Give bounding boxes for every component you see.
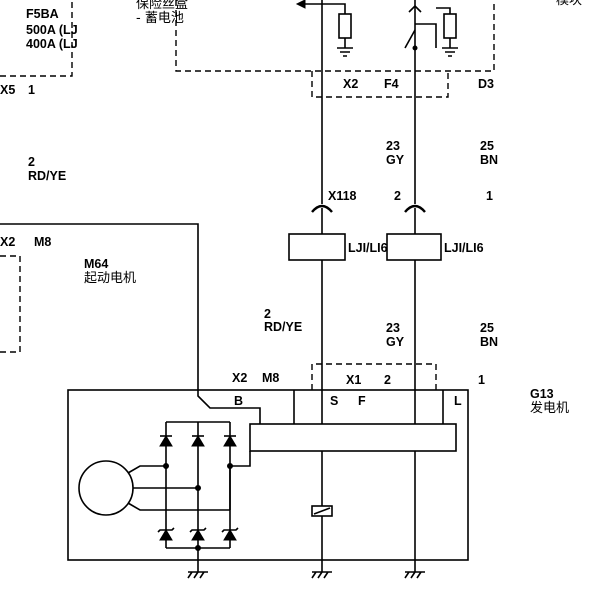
arrow-up-icon [408, 4, 422, 13]
wire-left-upper-gauge: 2 [28, 155, 35, 169]
terminal-s-label: S [330, 394, 338, 408]
starter-code: M64 [84, 257, 108, 271]
connector-x2-left-pin: M8 [34, 235, 51, 249]
diode-row-bottom [157, 527, 239, 541]
fuse-rating-1: 500A (LJ [26, 23, 78, 37]
zener-bar [189, 527, 207, 533]
generator-code: G13 [530, 387, 554, 401]
connector-f4-top: F4 [384, 77, 399, 91]
wire-right-lower-gauge: 25 [480, 321, 494, 335]
diode-icon [191, 435, 205, 447]
terminal-f-label: F [358, 394, 366, 408]
stator-winding-icon [78, 460, 134, 516]
resistor-2-icon [443, 13, 457, 39]
inline-part-right [386, 233, 442, 261]
resistor-icon [338, 13, 352, 39]
fuse-box-battery-label-2: - 蓄电池 [136, 11, 184, 26]
switch-line [415, 23, 437, 48]
regulator-box [249, 423, 457, 452]
module-outline [175, 0, 495, 72]
generator-g13: X2 M8 X1 2 1 G13 发电机 B S F L [67, 363, 569, 572]
wire-left-lower-color: RD/YE [264, 320, 302, 334]
rectifier-to-regulator [230, 451, 251, 467]
switch-contact-icon [412, 45, 418, 51]
generator-housing [67, 389, 469, 561]
connector-x5-label: X5 [0, 83, 15, 97]
fuse-box-outline [0, 0, 73, 77]
diode-icon [223, 435, 237, 447]
module-label-fragment: 模块 [556, 0, 582, 8]
inline-part-left-label: LJI/LI6 [348, 241, 388, 255]
switch-icon [404, 29, 416, 49]
terminal-b-label: B [234, 394, 243, 408]
wire-mid-upper-color: GY [386, 153, 405, 167]
connector-x118-pin: 2 [394, 189, 401, 203]
connector-x118-right-icon [404, 204, 426, 213]
inline-part-right-label: LJI/LI6 [444, 241, 484, 255]
wire-right-lower-color: BN [480, 335, 498, 349]
inline-part-left [288, 233, 346, 261]
wire-starter-b [0, 223, 199, 390]
ground-icon [337, 47, 353, 57]
wire-mid-lower-color: GY [386, 335, 405, 349]
field-coil-mark [313, 507, 331, 515]
terminal-l-label: L [454, 394, 462, 408]
fuse-name: F5BA [26, 7, 59, 21]
module-fragment: 保险丝盒 - 蓄电池 模块 X2 F4 D3 [136, 0, 582, 98]
connector-x1-pin: 2 [384, 373, 391, 387]
junction-dot [195, 545, 201, 551]
connector-x118-left-icon [311, 204, 333, 213]
ground-icon [404, 571, 425, 579]
starter-m64: X2 M8 M64 起动电机 [0, 223, 199, 390]
ground-2-icon [442, 47, 458, 57]
arrow-left-icon [295, 0, 306, 9]
connector-x2-top: X2 [343, 77, 358, 91]
wire-left-upper-color: RD/YE [28, 169, 66, 183]
starter-name: 起动电机 [84, 271, 136, 286]
diode-icon [159, 435, 173, 447]
zener-diode-icon [191, 529, 205, 541]
generator-name: 发电机 [530, 400, 569, 416]
zener-bar [221, 527, 239, 533]
zener-diode-icon [159, 529, 173, 541]
connector-x5-pin: 1 [28, 83, 35, 97]
connector-x2-gen-pin: M8 [262, 371, 279, 385]
ground-icon [311, 571, 332, 579]
zener-diode-icon [223, 529, 237, 541]
zener-bar [157, 527, 175, 533]
inline-connector-x118: X118 2 1 LJI/LI6 LJI/LI6 [288, 97, 493, 392]
wire-mid-upper-gauge: 23 [386, 139, 400, 153]
connector-x2-left: X2 [0, 235, 15, 249]
connector-x2-gen: X2 [232, 371, 247, 385]
wire-b-terminal [197, 390, 261, 424]
wire-top-branch [305, 3, 346, 14]
connector-x118-label: X118 [328, 189, 357, 203]
fuse-rating-2: 400A (LJ [26, 37, 78, 51]
diode-row-top [159, 435, 237, 447]
wire-right-upper-color: BN [480, 153, 498, 167]
ground-icon [187, 571, 208, 579]
connector-box-top [311, 71, 449, 98]
wire-to-resistor-2 [436, 7, 451, 14]
wire-right-upper-gauge: 25 [480, 139, 494, 153]
connector-x1-box [311, 363, 437, 390]
stator-lead-top [127, 465, 166, 474]
wire-mid-lower-gauge: 23 [386, 321, 400, 335]
connector-d3-top: D3 [478, 77, 494, 91]
stator-lead-bottom [127, 502, 230, 511]
starter-outline [0, 255, 21, 353]
ground-symbols [187, 571, 425, 579]
connector-x118-pin-right: 1 [486, 189, 493, 203]
connector-x1-label: X1 [346, 373, 361, 387]
fuse-box-fragment: F5BA 500A (LJ 400A (LJ X5 1 2 RD/YE [0, 0, 78, 183]
fuse-box-battery-label-1: 保险丝盒 [136, 0, 188, 12]
connector-x1-pin-right: 1 [478, 373, 485, 387]
wire-left-lower-gauge: 2 [264, 307, 271, 321]
